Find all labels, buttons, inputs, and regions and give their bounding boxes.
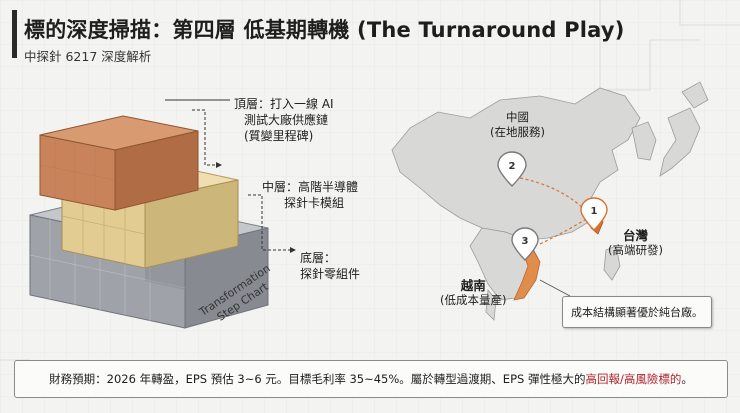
cost-note-box: 成本結構顯著優於純台廠。: [562, 296, 712, 328]
taiwan-name: 台灣: [622, 228, 648, 243]
china-label: 中國 (在地服務): [490, 110, 545, 140]
footer-main-text: 財務預期：2026 年轉盈，EPS 預估 3~6 元。目標毛利率 35~45%。…: [49, 372, 586, 386]
top-layer-line3: (質變里程碑): [244, 129, 314, 143]
middle-layer-line2: 探針卡模組: [284, 196, 345, 210]
bottom-layer-label: 底層： 探針零組件: [300, 250, 360, 282]
financial-outlook-footer: 財務預期：2026 年轉盈，EPS 預估 3~6 元。目標毛利率 35~45%。…: [14, 360, 728, 398]
vietnam-highlight: [513, 243, 541, 301]
japan-landmass: [659, 107, 701, 177]
top-layer-line1: 頂層：打入一線 AI: [234, 97, 334, 111]
vietnam-role: (低成本量產): [440, 293, 507, 307]
china-role: (在地服務): [490, 125, 545, 139]
bottom-layer-line1: 底層：: [300, 251, 337, 265]
footer-end-text: 。: [681, 372, 693, 386]
marker-1: 1: [580, 197, 608, 231]
marker-3-number: 3: [522, 236, 529, 247]
marker-2-number: 2: [509, 161, 516, 172]
top-layer-line2: 測試大廠供應鏈: [244, 113, 329, 127]
vietnam-label: 越南 (低成本量產): [440, 278, 506, 308]
marker-3: 3: [511, 227, 539, 261]
marker-1-number: 1: [591, 206, 598, 217]
middle-layer-line1: 中層：高階半導體: [262, 180, 359, 194]
marker-2: 2: [497, 151, 527, 187]
title-accent-bar: [12, 10, 17, 58]
cost-note-text: 成本結構顯著優於純台廠。: [571, 306, 703, 319]
page-subtitle: 中探針 6217 深度解析: [24, 49, 152, 64]
footer-highlight-text: 高回報/高風險標的: [585, 372, 682, 386]
taiwan-role: (高端研發): [608, 243, 663, 257]
taiwan-label: 台灣 (高端研發): [608, 228, 663, 258]
top-block: [39, 115, 199, 211]
page-title: 標的深度掃描：第四層 低基期轉機 (The Turnaround Play): [24, 18, 625, 42]
top-layer-label: 頂層：打入一線 AI 測試大廠供應鏈 (質變里程碑): [234, 96, 334, 144]
vietnam-name: 越南: [460, 278, 486, 293]
korea-landmass: [631, 121, 657, 161]
middle-layer-label: 中層：高階半導體 探針卡模組: [262, 179, 358, 211]
bottom-layer-line2: 探針零組件: [300, 267, 361, 281]
china-name: 中國: [505, 110, 529, 124]
